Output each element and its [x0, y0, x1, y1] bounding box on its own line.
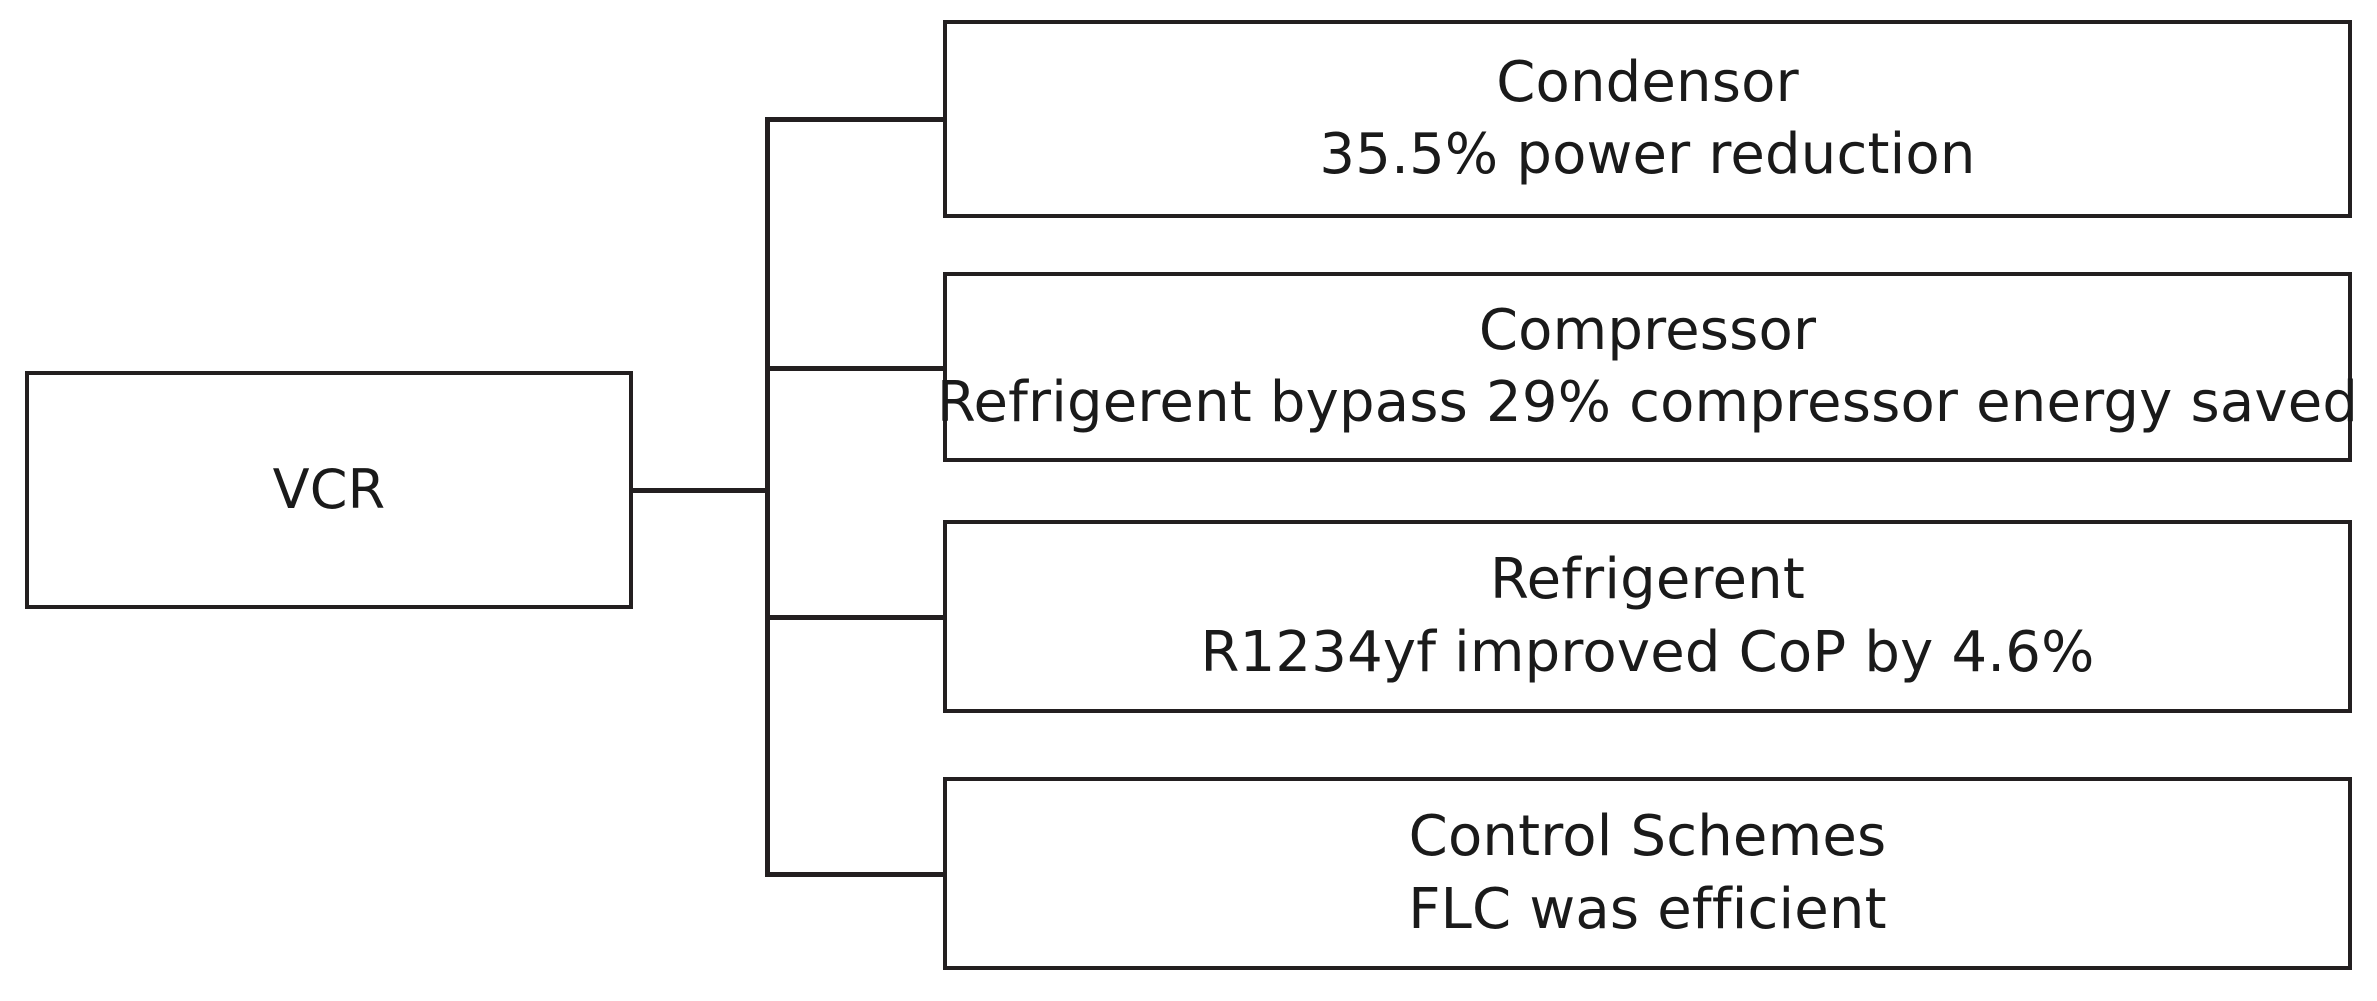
node-leaf-compressor: Compressor Refrigerent bypass 29% compre… [937, 272, 2358, 462]
node-leaf-condensor-title: Condensor [1496, 49, 1799, 115]
node-leaf-control-schemes-detail: FLC was efficient [1408, 876, 1887, 942]
connector-branch-refrigerent [765, 615, 945, 620]
connector-branch-control-schemes [765, 872, 945, 877]
node-leaf-condensor: Condensor 35.5% power reduction [943, 20, 2352, 218]
node-leaf-compressor-title: Compressor [1478, 297, 1817, 363]
connector-branch-compressor [765, 366, 945, 371]
node-leaf-compressor-detail: Refrigerent bypass 29% compressor energy… [936, 370, 2359, 435]
node-leaf-refrigerent: Refrigerent R1234yf improved CoP by 4.6% [943, 520, 2352, 713]
node-leaf-refrigerent-detail: R1234yf improved CoP by 4.6% [1200, 619, 2095, 685]
connector-vertical-trunk-lower [765, 576, 770, 877]
connector-vertical-trunk-upper [765, 117, 770, 579]
connector-branch-condensor [765, 117, 945, 122]
node-leaf-refrigerent-title: Refrigerent [1489, 547, 1806, 613]
node-root-vcr: VCR [25, 371, 633, 609]
connector-root-stem [633, 488, 769, 493]
node-leaf-control-schemes-title: Control Schemes [1408, 804, 1887, 870]
node-leaf-condensor-detail: 35.5% power reduction [1319, 122, 1976, 187]
node-root-label: VCR [272, 458, 386, 522]
node-leaf-control-schemes: Control Schemes FLC was efficient [943, 777, 2352, 970]
